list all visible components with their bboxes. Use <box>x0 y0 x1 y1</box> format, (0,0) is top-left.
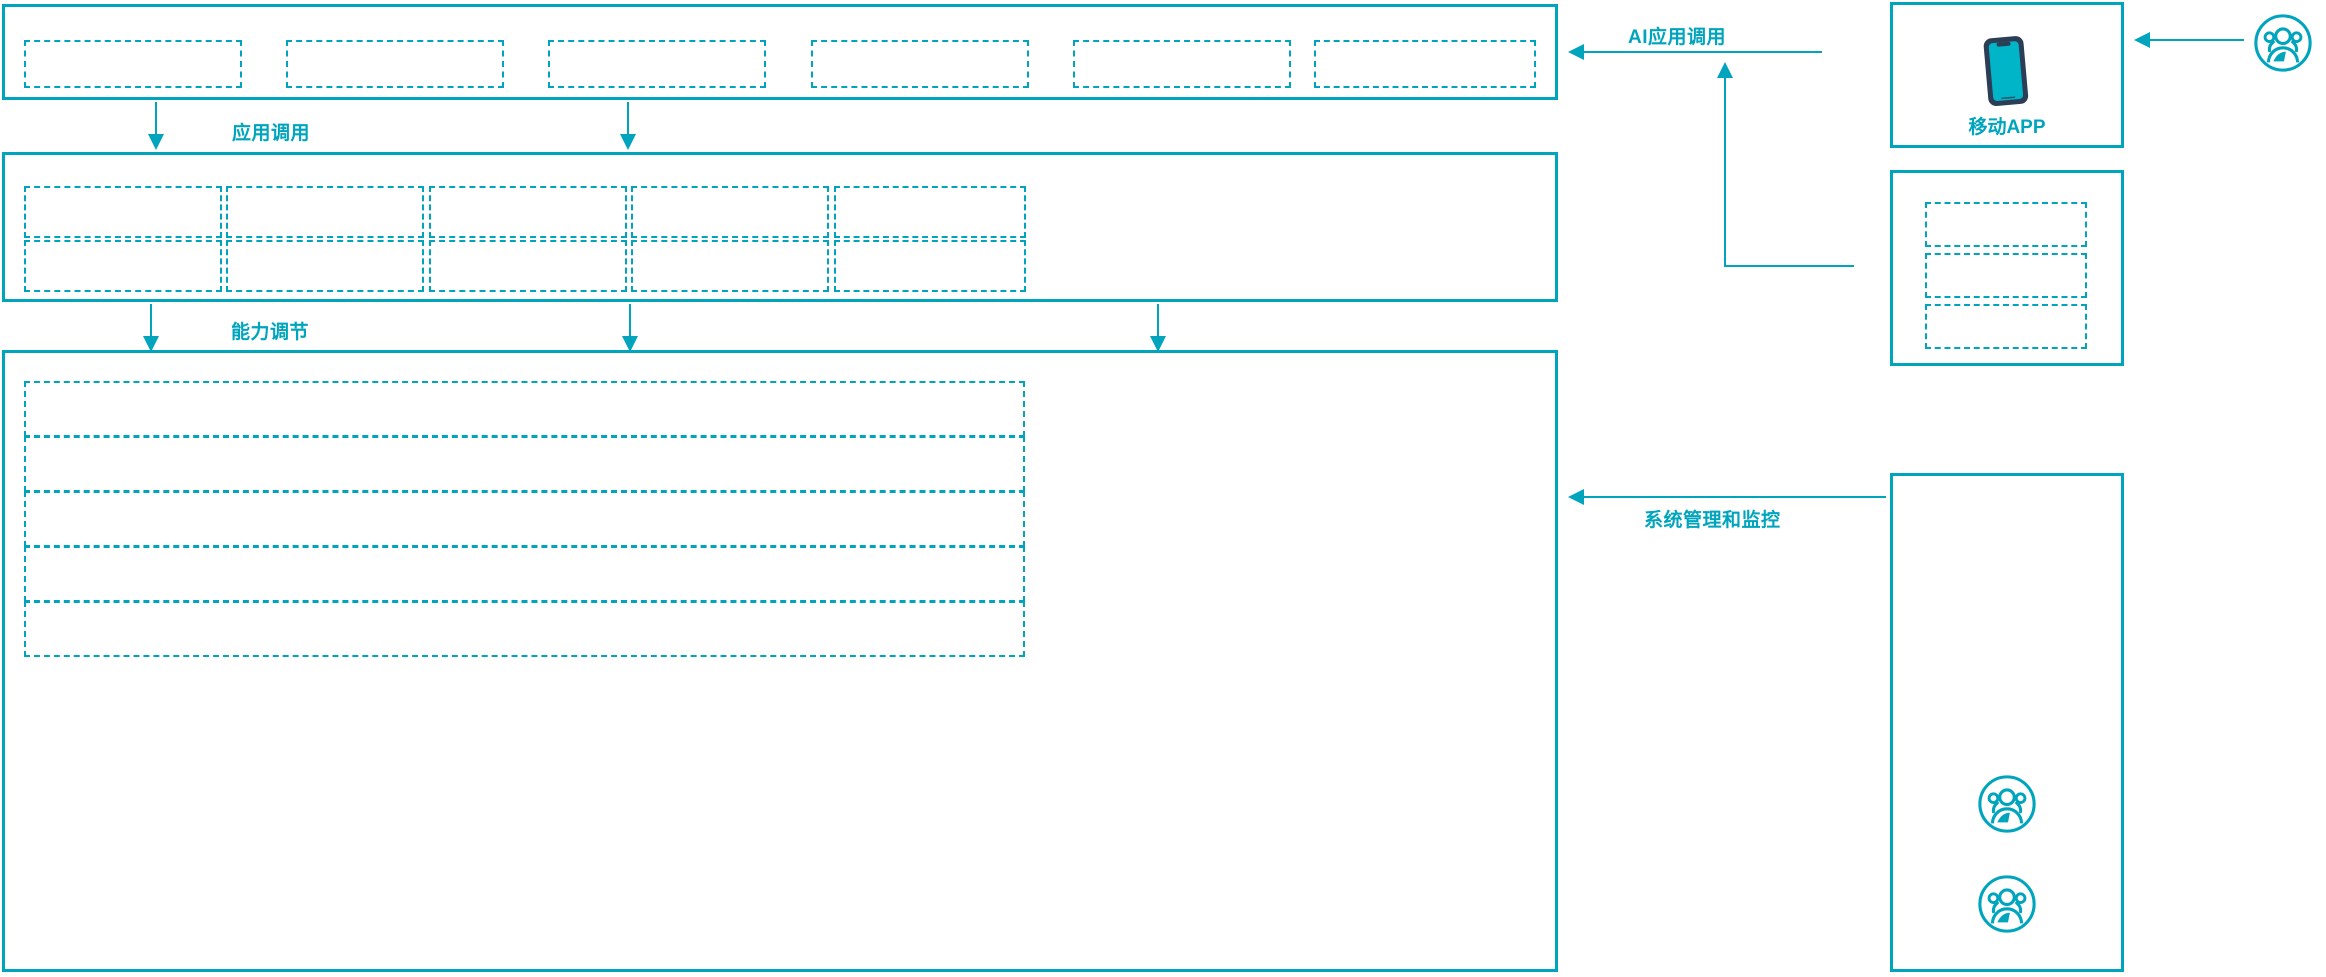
external-user-arrow <box>2134 30 2244 50</box>
capability-box[interactable] <box>24 240 222 292</box>
capability-box[interactable] <box>631 240 829 292</box>
platform-row[interactable] <box>24 491 1025 547</box>
middle-right-box[interactable] <box>1925 253 2087 298</box>
ai-app-invoke-riser <box>1715 62 1735 267</box>
system-management-arrow <box>1568 487 1886 507</box>
capability-adjust-arrow <box>1148 304 1168 352</box>
capability-box[interactable] <box>429 240 627 292</box>
users-group-icon <box>1976 873 2038 935</box>
middle-right-box[interactable] <box>1925 304 2087 349</box>
application-box[interactable] <box>24 40 242 88</box>
platform-row[interactable] <box>24 601 1025 657</box>
users-group-icon <box>1976 773 2038 835</box>
ai-app-invoke-label: AI应用调用 <box>1628 27 1727 48</box>
application-box[interactable] <box>1073 40 1291 88</box>
middle-right-box[interactable] <box>1925 202 2087 247</box>
capability-box[interactable] <box>834 240 1026 292</box>
system-management-label: 系统管理和监控 <box>1644 510 1781 531</box>
application-box[interactable] <box>548 40 766 88</box>
external-users-group-icon <box>2252 12 2314 74</box>
application-box[interactable] <box>811 40 1029 88</box>
capability-adjust-arrow <box>620 304 640 352</box>
mobile-app-caption: 移动APP <box>1968 117 2046 138</box>
platform-row[interactable] <box>24 381 1025 437</box>
application-box[interactable] <box>286 40 504 88</box>
application-box[interactable] <box>1314 40 1536 88</box>
mobile-phone-icon <box>1972 32 2042 112</box>
application-layer-panel <box>2 4 1558 100</box>
app-invoke-arrow <box>146 102 166 150</box>
capability-box[interactable] <box>24 186 222 238</box>
capability-adjust-arrow <box>141 304 161 352</box>
platform-row[interactable] <box>24 436 1025 492</box>
capability-box[interactable] <box>226 186 424 238</box>
app-invoke-arrow <box>618 102 638 150</box>
capability-box[interactable] <box>429 186 627 238</box>
capability-adjust-label: 能力调节 <box>231 322 310 343</box>
capability-box[interactable] <box>834 186 1026 238</box>
ai-app-invoke-arrow <box>1568 42 1822 62</box>
capability-box[interactable] <box>631 186 829 238</box>
capability-box[interactable] <box>226 240 424 292</box>
app-invoke-label: 应用调用 <box>232 123 311 144</box>
ai-app-invoke-elbow <box>1724 265 1854 267</box>
platform-row[interactable] <box>24 546 1025 602</box>
